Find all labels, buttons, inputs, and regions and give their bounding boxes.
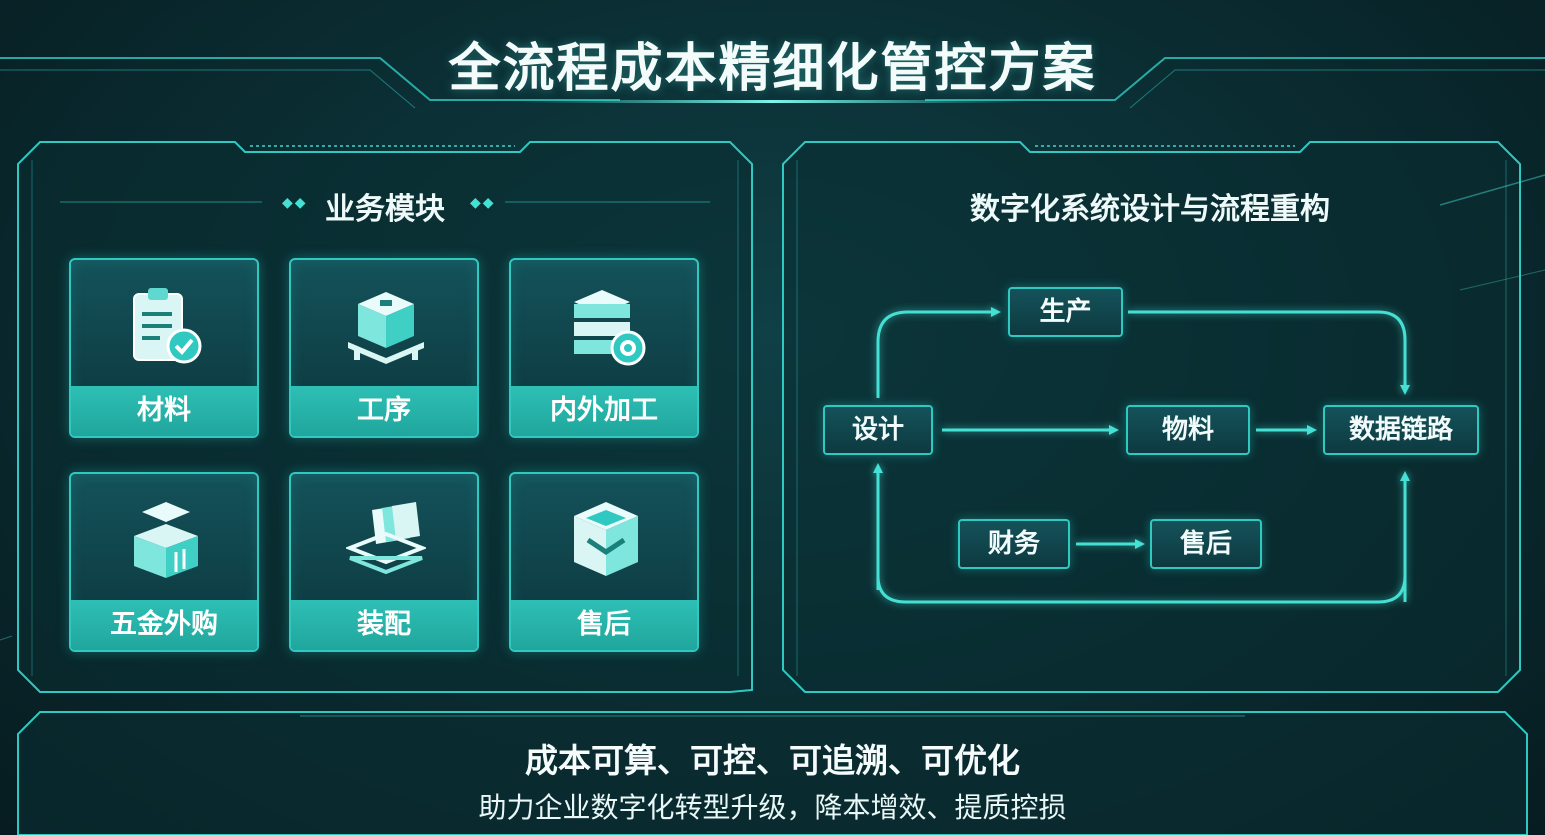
flow-node-after-sale[interactable]: 售后 <box>1150 519 1262 569</box>
title-deco-left: ◆◆ <box>282 195 308 211</box>
process-pallet-icon <box>348 292 424 364</box>
module-label: 五金外购 <box>71 600 257 650</box>
footer-headline: 成本可算、可控、可追溯、可优化 <box>525 741 1020 780</box>
module-card-process[interactable]: 工序 <box>289 258 479 438</box>
page-title: 全流程成本精细化管控方案 <box>448 39 1097 99</box>
left-panel-title: 业务模块 <box>325 192 445 227</box>
bottom-banner-frame <box>17 711 1528 835</box>
purchase-box-icon <box>134 502 198 578</box>
right-panel-title: 数字化系统设计与流程重构 <box>970 192 1330 227</box>
clipboard-check-icon <box>133 288 202 364</box>
flow-node-data-link[interactable]: 数据链路 <box>1323 405 1479 455</box>
module-card-material[interactable]: 材料 <box>69 258 259 438</box>
connector-production-datalink <box>1128 310 1410 395</box>
module-label: 工序 <box>291 386 477 436</box>
module-label: 装配 <box>291 600 477 650</box>
module-card-outsource[interactable]: 内外加工 <box>509 258 699 438</box>
footer-subline: 助力企业数字化转型升级，降本增效、提质控损 <box>478 791 1067 824</box>
module-card-assembly[interactable]: 装配 <box>289 472 479 652</box>
gear-stack-icon <box>574 290 646 366</box>
module-label: 售后 <box>511 600 697 650</box>
flow-node-design[interactable]: 设计 <box>823 405 933 455</box>
flow-node-production[interactable]: 生产 <box>1008 287 1123 337</box>
flow-node-material[interactable]: 物料 <box>1126 405 1250 455</box>
flow-node-finance[interactable]: 财务 <box>958 519 1070 569</box>
module-card-after-sale[interactable]: 售后 <box>509 472 699 652</box>
title-deco-right: ◆◆ <box>470 195 496 211</box>
connector-design-production <box>876 307 1001 398</box>
module-label: 内外加工 <box>511 386 697 436</box>
module-label: 材料 <box>71 386 257 436</box>
after-sale-box-icon <box>574 502 638 576</box>
module-card-hardware[interactable]: 五金外购 <box>69 472 259 652</box>
assembly-plates-icon <box>346 502 426 575</box>
connector-bottom-loop <box>876 575 1407 604</box>
